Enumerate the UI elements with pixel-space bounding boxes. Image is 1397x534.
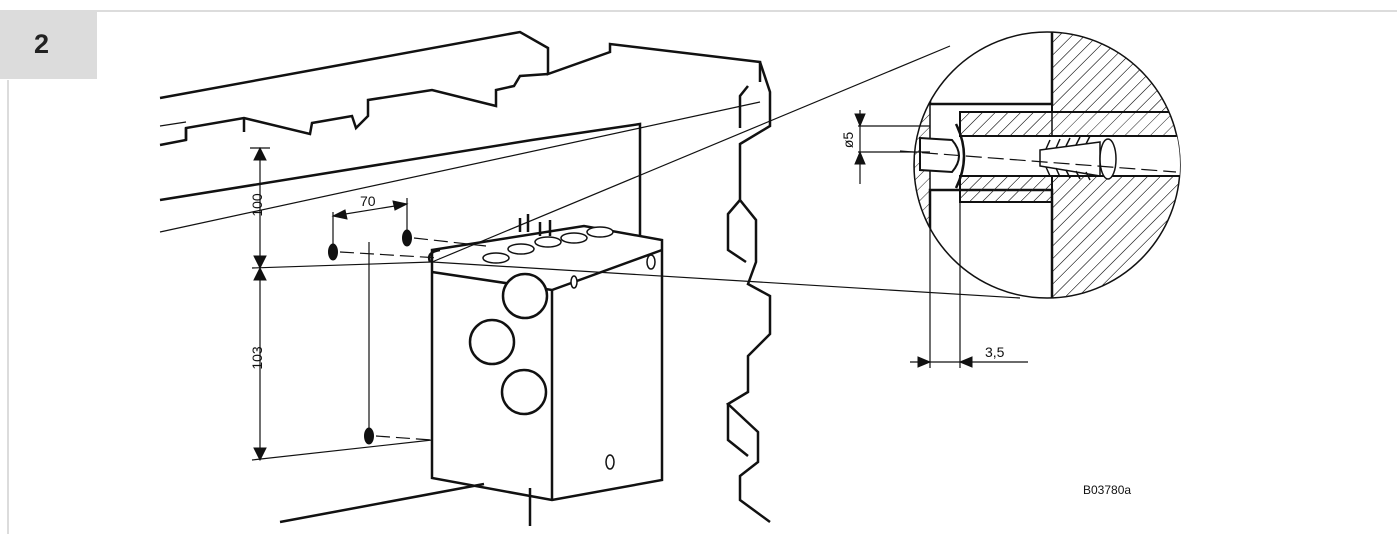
frame-top-rule	[0, 10, 1397, 12]
junction-box	[430, 224, 664, 502]
dimension-diameter	[854, 110, 930, 184]
dimension-100	[250, 146, 270, 270]
detail-view	[899, 31, 1181, 299]
label-diameter: ø5	[840, 132, 856, 149]
ceiling-profile	[159, 30, 762, 238]
dimension-70	[331, 198, 409, 248]
wall-profile	[725, 61, 772, 524]
label-100: 100	[249, 193, 265, 217]
box-mount-lines	[279, 482, 532, 526]
step-number: 2	[34, 29, 50, 59]
screw-icon	[1039, 135, 1117, 181]
mounting-holes	[251, 229, 487, 461]
dimension-103	[253, 266, 267, 462]
figure-code: B03780a	[1083, 483, 1131, 497]
label-103: 103	[249, 346, 265, 370]
label-70: 70	[360, 193, 376, 209]
step-badge	[0, 12, 97, 79]
frame-left-rule	[7, 80, 9, 534]
dimension-offset	[910, 190, 1028, 368]
label-offset: 3,5	[985, 344, 1005, 360]
detail-leader-lines	[427, 45, 1021, 299]
